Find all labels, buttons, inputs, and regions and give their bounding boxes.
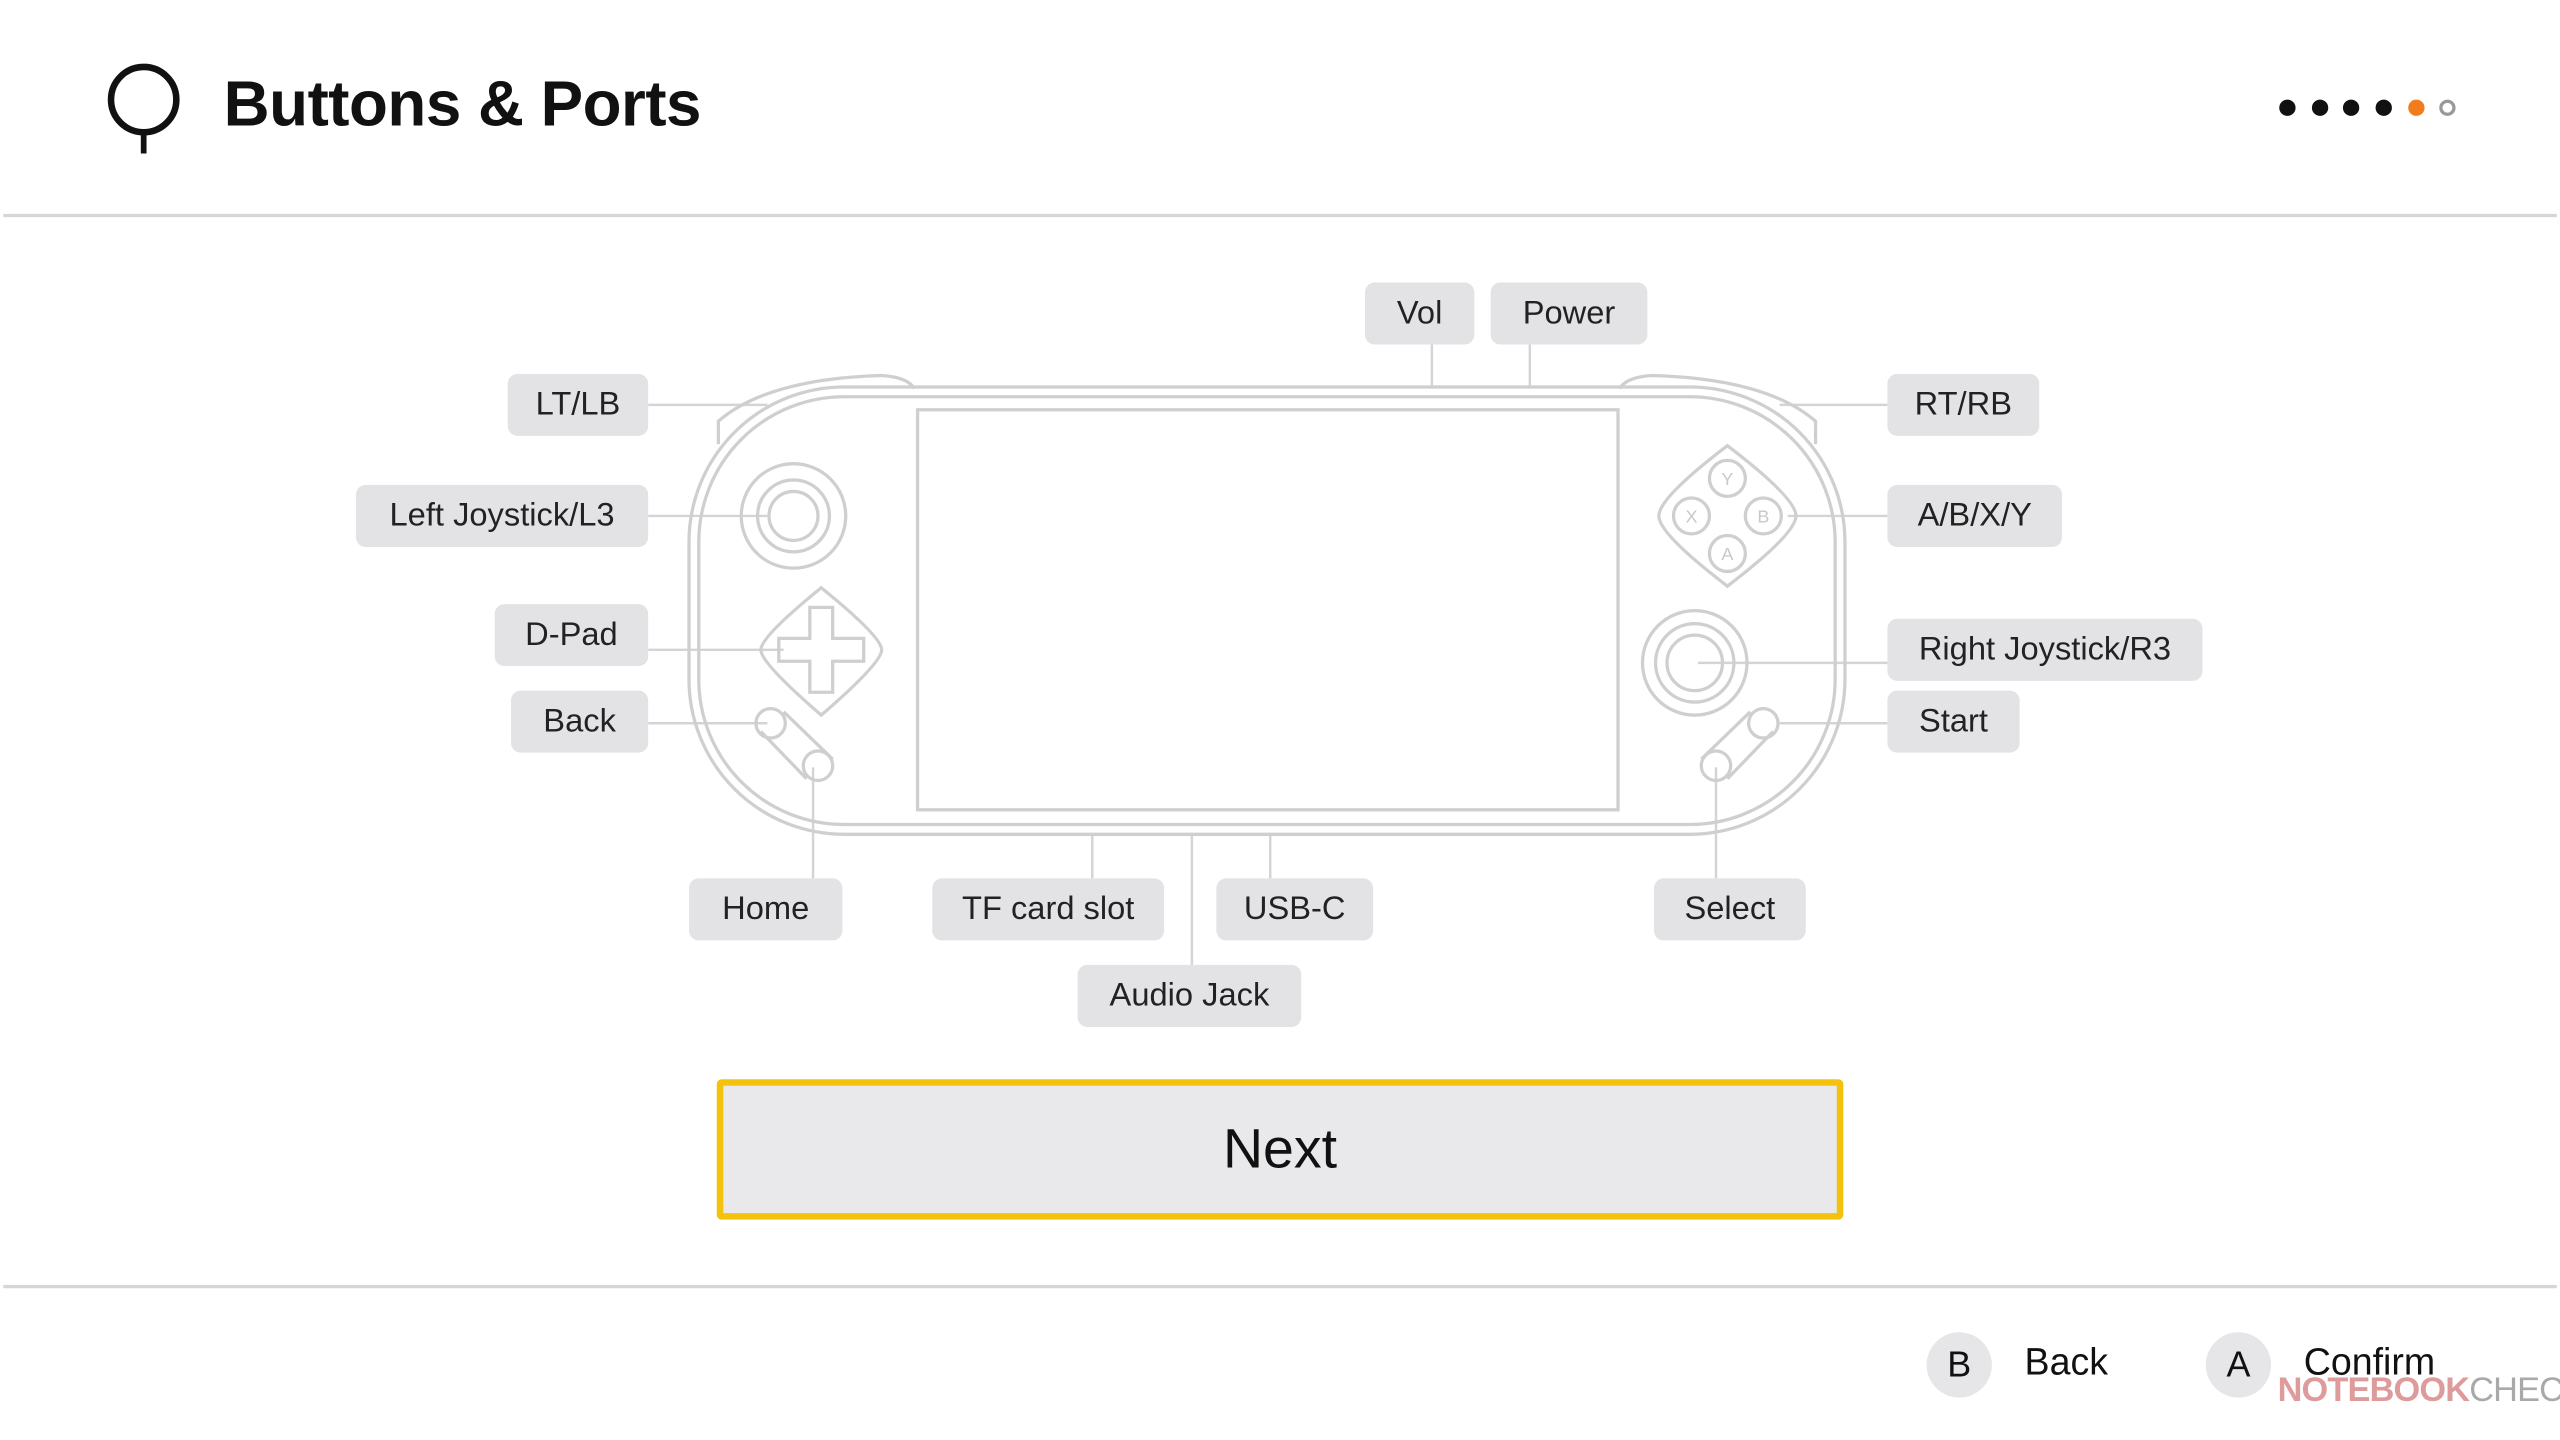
hint-confirm-label: Confirm: [2303, 1340, 2436, 1383]
label-rt-rb: RT/RB: [1887, 373, 2040, 436]
device-screen-outline: [915, 408, 1620, 812]
label-start: Start: [1887, 690, 2020, 753]
label-select: Select: [1653, 878, 1806, 941]
step-dot-complete: [2279, 99, 2296, 116]
label-lt-lb: LT/LB: [507, 373, 649, 436]
right-joystick-outline: [1640, 608, 1749, 717]
label-back: Back: [511, 690, 649, 753]
step-dot-complete: [2375, 99, 2392, 116]
hint-back-label: Back: [2024, 1340, 2109, 1383]
next-button[interactable]: Next: [716, 1079, 1844, 1220]
label-vol: Vol: [1364, 282, 1475, 345]
abxy-outline: [1657, 443, 1798, 589]
b-button-label: B: [1757, 506, 1769, 526]
right-shoulder-outline: [1618, 373, 1818, 445]
footer-divider: [3, 1284, 2557, 1289]
left-shoulder-outline: [716, 373, 916, 445]
label-audio-jack: Audio Jack: [1077, 964, 1302, 1027]
back-button-outline: [754, 706, 787, 740]
y-button-label: Y: [1721, 469, 1733, 489]
x-button-label: X: [1685, 506, 1697, 526]
header-divider: [3, 213, 2557, 218]
label-tf-card: TF card slot: [932, 878, 1165, 941]
a-button-label: A: [1721, 544, 1733, 564]
connector-lines: [648, 344, 1888, 965]
label-abxy: A/B/X/Y: [1887, 484, 2063, 547]
label-usb-c: USB-C: [1216, 878, 1374, 941]
step-dot-current: [2408, 99, 2425, 116]
dpad-outline: [759, 585, 884, 718]
watermark-part2: CHECK: [2469, 1371, 2560, 1410]
step-dot-pending: [2439, 99, 2456, 116]
label-home: Home: [688, 878, 843, 941]
select-button-outline: [1699, 749, 1733, 783]
label-left-joystick: Left Joystick/L3: [355, 484, 649, 547]
device-body-outline: [687, 385, 1847, 836]
b-key-icon: B: [1926, 1332, 1992, 1398]
label-dpad: D-Pad: [494, 604, 649, 667]
start-button-outline: [1746, 706, 1780, 740]
step-dot-complete: [2311, 99, 2329, 116]
notebookcheck-watermark: NOTEBOOKCHECK: [2278, 1371, 2560, 1410]
a-key-icon: A: [2205, 1332, 2272, 1398]
location-pin-icon: [107, 63, 180, 154]
label-right-joystick: Right Joystick/R3: [1887, 618, 2203, 681]
left-joystick-outline: [739, 462, 848, 570]
step-dot-complete: [2342, 99, 2360, 116]
watermark-part1: NOTEBOOK: [2277, 1371, 2470, 1410]
page-title: Buttons & Ports: [223, 70, 702, 141]
home-button-outline: [801, 749, 835, 783]
label-power: Power: [1490, 282, 1648, 345]
